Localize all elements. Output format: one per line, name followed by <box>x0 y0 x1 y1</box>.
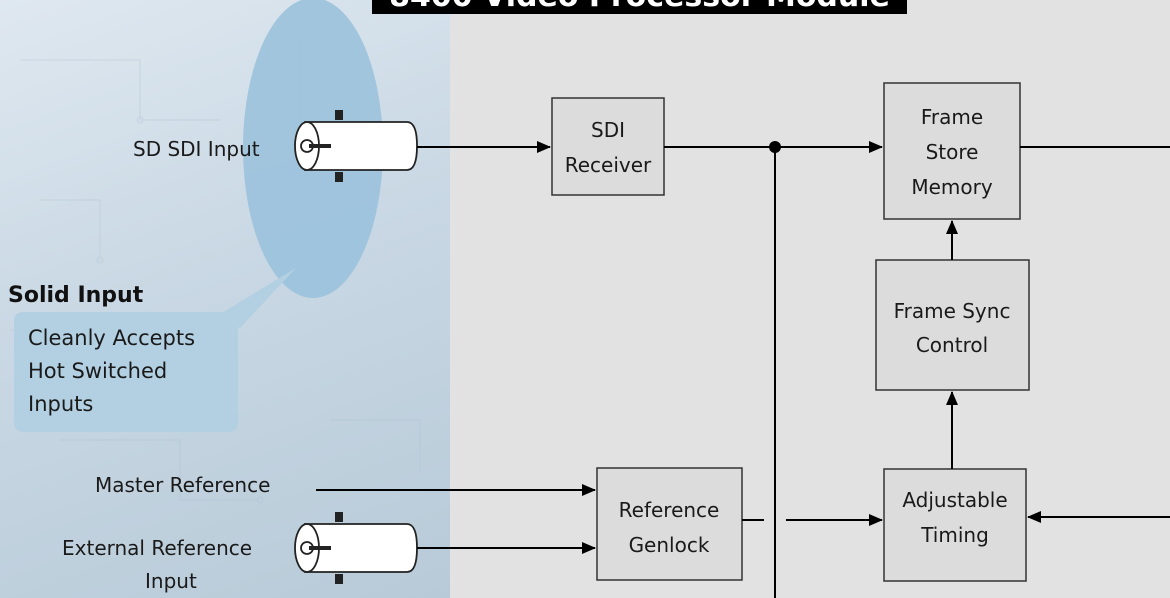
reference-genlock-label-2: Genlock <box>629 533 710 557</box>
callout-line-1: Cleanly Accepts <box>28 326 195 350</box>
callout-bubble <box>14 268 296 432</box>
frame-store-label-1: Frame <box>921 105 983 129</box>
master-reference-label: Master Reference <box>95 473 270 497</box>
frame-sync-label-2: Control <box>916 333 988 357</box>
frame-store-label-3: Memory <box>911 175 993 199</box>
reference-genlock-block <box>596 467 743 581</box>
frame-store-memory-block <box>883 82 1021 220</box>
external-reference-label-line-2: Input <box>145 569 197 593</box>
external-reference-label-line-1: External Reference <box>62 536 252 560</box>
sdi-receiver-label-2: Receiver <box>565 153 652 177</box>
callout-line-2: Hot Switched <box>28 359 167 383</box>
frame-store-label-2: Store <box>926 140 979 164</box>
sd-sdi-input-label: SD SDI Input <box>133 137 260 161</box>
callout-line-3: Inputs <box>28 392 93 416</box>
callout-title: Solid Input <box>8 283 144 308</box>
frame-sync-control-block <box>875 259 1030 391</box>
reference-genlock-label-1: Reference <box>619 498 720 522</box>
bnc-connector-icon <box>294 512 418 584</box>
adjustable-timing-block <box>883 468 1027 582</box>
signal-wires <box>316 141 1170 598</box>
sdi-receiver-block <box>551 97 665 196</box>
page-title: 8400 Video Processor Module <box>372 0 907 14</box>
adjustable-timing-label-2: Timing <box>920 523 989 547</box>
adjustable-timing-label-1: Adjustable <box>902 488 1007 512</box>
sdi-receiver-label-1: SDI <box>591 118 625 142</box>
frame-sync-label-1: Frame Sync <box>894 299 1011 323</box>
